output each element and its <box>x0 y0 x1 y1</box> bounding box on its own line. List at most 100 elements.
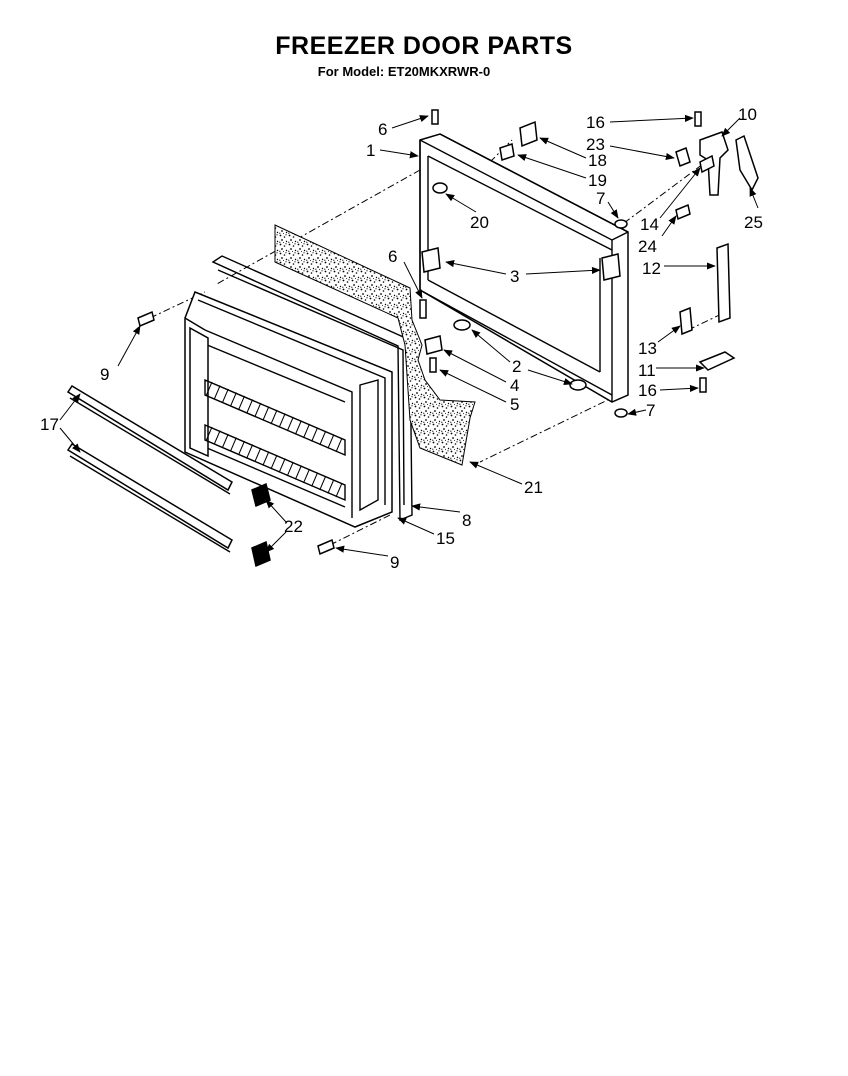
hardware-parts <box>137 109 759 556</box>
shelf-rib <box>335 482 343 498</box>
callout-16-top: 16 <box>586 113 605 132</box>
screw-9-left <box>137 310 155 328</box>
shelf-rib <box>303 423 310 439</box>
callout-16-bottom: 16 <box>638 381 657 400</box>
shelf-rib <box>221 388 229 404</box>
shelf-rib <box>311 427 319 442</box>
screw-9-bottom <box>317 538 335 556</box>
shelf-rib <box>262 451 270 466</box>
cover-23 <box>675 146 691 168</box>
shelf-rib <box>238 440 245 456</box>
callout-18: 18 <box>588 151 607 170</box>
screw-6-mid <box>419 299 427 319</box>
shelf-rib <box>327 479 335 494</box>
shelf-rib <box>246 399 254 414</box>
callout-9-left: 9 <box>100 365 109 384</box>
callout-11: 11 <box>638 361 656 380</box>
callout-8: 8 <box>462 511 471 530</box>
shelf-rib <box>205 381 213 397</box>
callout-21: 21 <box>524 478 543 497</box>
bushing-7-bottom <box>614 408 628 418</box>
label-18 <box>519 120 538 148</box>
callout-14: 14 <box>640 215 659 234</box>
callout-22: 22 <box>284 517 303 536</box>
end-cap-22a <box>251 482 271 508</box>
callout-9-bottom: 9 <box>390 553 399 572</box>
callout-1: 1 <box>366 141 375 160</box>
hinge-11 <box>698 351 736 371</box>
door-gasket <box>211 255 413 522</box>
screw-5 <box>429 357 437 373</box>
screw-16-top <box>694 111 702 127</box>
plug-20 <box>432 182 448 194</box>
shelf-rib <box>319 475 327 491</box>
callout-25: 25 <box>744 213 763 232</box>
callout-7-bottom: 7 <box>646 401 655 420</box>
callout-labels: 6 1 18 19 20 16 23 10 7 14 24 25 6 3 12 … <box>40 105 763 572</box>
callout-10: 10 <box>738 105 757 124</box>
shelf-rib <box>286 416 294 432</box>
door-shelves <box>204 378 346 502</box>
shelf-rib <box>278 413 286 428</box>
screw-6-top <box>431 109 439 125</box>
screw-24 <box>675 203 691 221</box>
callout-15: 15 <box>436 529 455 548</box>
door-insulation <box>274 224 476 466</box>
cover-25 <box>735 134 759 192</box>
shelf-rib <box>229 437 237 452</box>
hinge-plate-4 <box>424 335 443 355</box>
callout-23: 23 <box>586 135 605 154</box>
shelf-rib <box>221 433 229 449</box>
callout-6-top: 6 <box>378 120 387 139</box>
shelf-rib <box>254 447 262 463</box>
screw-16-bottom <box>699 377 707 393</box>
shelf-rib <box>294 420 302 435</box>
shelf-rib <box>294 465 302 480</box>
callout-2: 2 <box>512 357 521 376</box>
shelf-rib <box>262 406 270 421</box>
handle-12 <box>716 242 731 324</box>
callout-19: 19 <box>588 171 607 190</box>
bracket-13 <box>679 306 693 336</box>
shelf-rib <box>213 385 221 400</box>
shim-14 <box>699 154 715 174</box>
shelf-rib <box>319 430 327 446</box>
shelf-rib <box>335 437 343 453</box>
shelf-rib <box>205 426 213 442</box>
shelf-rib <box>229 392 237 407</box>
shelf-rib <box>213 430 221 445</box>
hinge-brackets <box>421 247 621 281</box>
shelf-rib <box>303 468 310 484</box>
shelf-rib <box>270 409 278 425</box>
leader-lines <box>59 114 759 557</box>
callout-12: 12 <box>642 259 661 278</box>
callout-7-top: 7 <box>596 189 605 208</box>
door-liner <box>184 291 393 528</box>
label-19 <box>499 143 515 161</box>
shelf-rib <box>311 472 319 487</box>
callout-20: 20 <box>470 213 489 232</box>
callout-3: 3 <box>510 267 519 286</box>
shelf-rib <box>270 454 278 470</box>
callout-4: 4 <box>510 376 519 395</box>
shelf-rib <box>278 458 286 473</box>
shelf-rib <box>246 444 254 459</box>
callout-17: 17 <box>40 415 59 434</box>
shelf-rib <box>286 461 294 477</box>
end-cap-22b <box>251 540 271 568</box>
shelf-rib <box>327 434 335 449</box>
bushing-7-top <box>614 219 628 229</box>
plug-2a <box>453 319 471 331</box>
plug-2b <box>569 379 587 391</box>
outer-door-panel <box>419 133 629 403</box>
shelf-rib <box>238 395 245 411</box>
callout-5: 5 <box>510 395 519 414</box>
model-subtitle: For Model: ET20MKXRWR-0 <box>317 64 491 79</box>
callout-24: 24 <box>638 237 657 256</box>
callout-13: 13 <box>638 339 657 358</box>
callout-6-mid: 6 <box>388 247 397 266</box>
page-title: FREEZER DOOR PARTS <box>275 32 573 60</box>
shelf-rib <box>254 402 262 418</box>
